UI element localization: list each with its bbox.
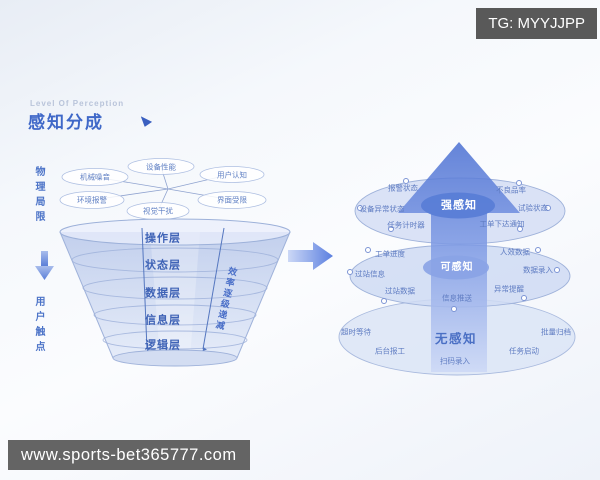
pyramid-item: 设备异常状态 [359,204,405,214]
factor-label: 界面受限 [217,195,247,205]
factor-label: 机械噪音 [80,172,110,182]
funnel-layer-label: 逻辑层 [145,339,181,352]
funnel-layer-label: 信息层 [145,314,181,327]
level-label-perceivable: 可感知 [440,262,474,273]
pyramid-item: 异常提醒 [494,284,524,294]
strong-perception-badge [421,192,495,219]
pyramid-item: 数据录入 [523,265,553,275]
page-subtitle: Level Of Perception [30,99,125,108]
factor-label: 视觉干扰 [143,206,173,216]
pyramid-item: 任务计时器 [387,220,425,230]
pyramid-item: 试验状态 [518,203,548,213]
item-dots [347,178,560,312]
funnel-layer-label: 数据层 [145,287,181,300]
transition-arrow-icon [288,242,333,270]
axis-label-physical-limit: 物理局限 [33,166,44,226]
pyramid-item: 过站信息 [355,269,385,279]
factor-label: 用户认知 [217,170,247,180]
pyramid-item: 信息推送 [442,293,472,303]
funnel-layer-label: 操作层 [145,232,181,245]
pyramid-item: 超时等待 [341,327,371,337]
factor-ellipses [59,158,267,220]
level-label-strong: 强感知 [441,199,477,212]
pyramid-item: 报警状态 [388,183,418,193]
pyramid-item: 任务启动 [509,346,539,356]
pyramid-item: 批量归档 [541,327,571,337]
pyramid-item: 扫码录入 [440,356,470,366]
telegram-watermark: TG: MYYJJPP [476,8,597,39]
pyramid-item: 工单下达通知 [479,219,525,229]
pyramid-item: 后台报工 [375,346,405,356]
axis-label-user-touchpoint: 用户触点 [33,296,44,356]
funnel-body [59,218,291,367]
pyramid-item: 过站数据 [385,286,415,296]
page-title: 感知分成 [28,113,104,132]
factor-label: 环境报警 [77,195,107,205]
pyramid-item: 不良品率 [496,185,526,195]
website-watermark: www.sports-bet365777.com [8,440,250,470]
axis-down-arrow-icon [35,251,54,280]
level-label-none: 无感知 [434,331,478,346]
funnel-layer-label: 状态层 [145,259,181,272]
factor-label: 设备性能 [146,162,176,172]
pyramid-item: 人效数据 [500,247,530,257]
perceivable-badge [423,255,489,280]
pyramid-item: 工单进度 [375,249,405,259]
